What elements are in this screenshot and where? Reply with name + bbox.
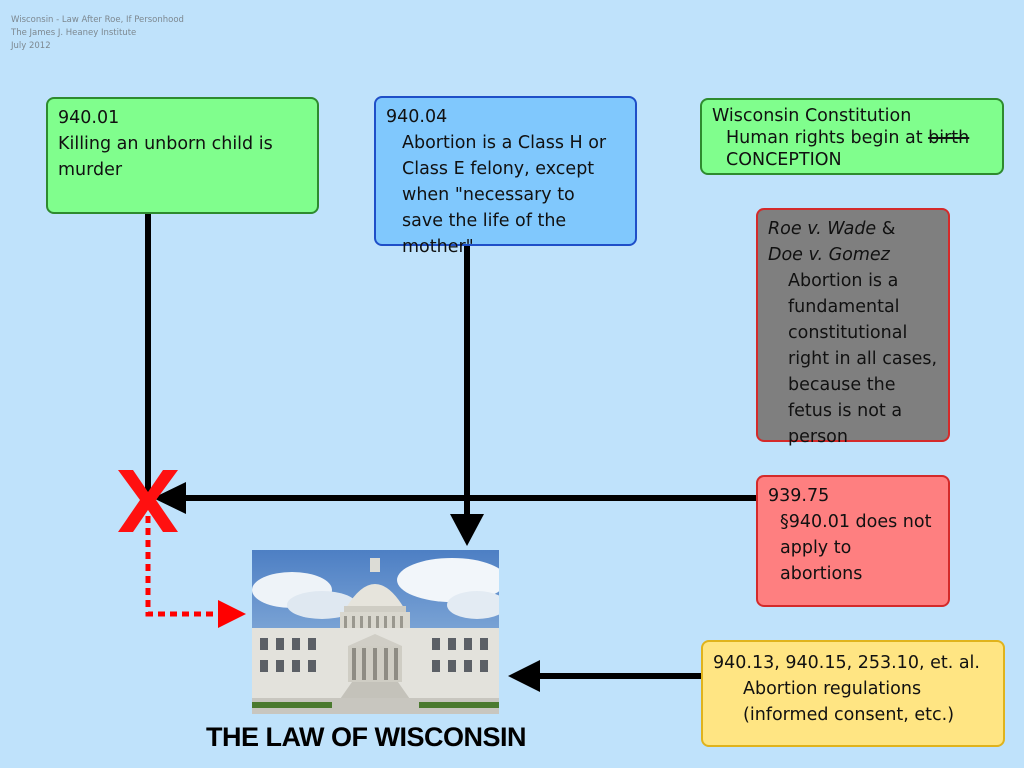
arrowhead-red bbox=[218, 600, 246, 628]
constitution-rights-line: Human rights begin at birth bbox=[712, 127, 992, 149]
constitution-new-word: CONCEPTION bbox=[726, 150, 842, 170]
box-93975: 939.75 §940.01 does not apply to abortio… bbox=[756, 475, 950, 607]
roe-case2: Doe v. Gomez bbox=[768, 245, 890, 265]
roe-text: Abortion is a fundamental constitutional… bbox=[788, 271, 938, 447]
roe-case-line: Roe v. Wade & bbox=[768, 216, 940, 242]
header-title: Wisconsin - Law After Roe, If Personhood bbox=[11, 15, 184, 25]
box-94004: 940.04 Abortion is a Class H or Class E … bbox=[374, 96, 637, 257]
box-roe: Roe v. Wade & Doe v. Gomez Abortion is a… bbox=[756, 208, 950, 447]
code-94001: 940.01 bbox=[58, 108, 120, 128]
roe-case1: Roe v. Wade bbox=[768, 219, 877, 239]
constitution-struck-word: birth bbox=[928, 128, 970, 148]
dotted-red-path bbox=[145, 516, 216, 617]
roe-amp: & bbox=[881, 219, 896, 239]
text-93975: §940.01 does not apply to abortions bbox=[780, 512, 932, 584]
constitution-title: Wisconsin Constitution bbox=[712, 106, 912, 126]
arrowhead-regs bbox=[508, 660, 540, 692]
text-94004: Abortion is a Class H or Class E felony,… bbox=[402, 133, 607, 257]
header-date: July 2012 bbox=[11, 41, 51, 51]
box-94001: 940.01 Killing an unborn child is murder bbox=[46, 97, 319, 214]
page-title: THE LAW OF WISCONSIN bbox=[206, 722, 527, 752]
box-constitution: Wisconsin Constitution Human rights begi… bbox=[700, 98, 1004, 175]
header-institute: The James J. Heaney Institute bbox=[11, 28, 137, 38]
text-94001: Killing an unborn child is murder bbox=[58, 134, 273, 180]
capitol-building-image bbox=[252, 550, 499, 714]
x-mark-icon bbox=[118, 470, 178, 532]
arrowhead-94004 bbox=[450, 514, 484, 546]
arrowhead-93975 bbox=[153, 482, 186, 514]
code-93975: 939.75 bbox=[768, 486, 830, 506]
code-94004: 940.04 bbox=[386, 107, 448, 127]
text-regs: Abortion regulations (informed consent, … bbox=[743, 679, 955, 725]
code-regs: 940.13, 940.15, 253.10, et. al. bbox=[713, 653, 980, 673]
header: Wisconsin - Law After Roe, If Personhood… bbox=[11, 14, 184, 53]
box-regs: 940.13, 940.15, 253.10, et. al. Abortion… bbox=[701, 640, 1005, 747]
constitution-prefix: Human rights begin at bbox=[726, 128, 929, 148]
